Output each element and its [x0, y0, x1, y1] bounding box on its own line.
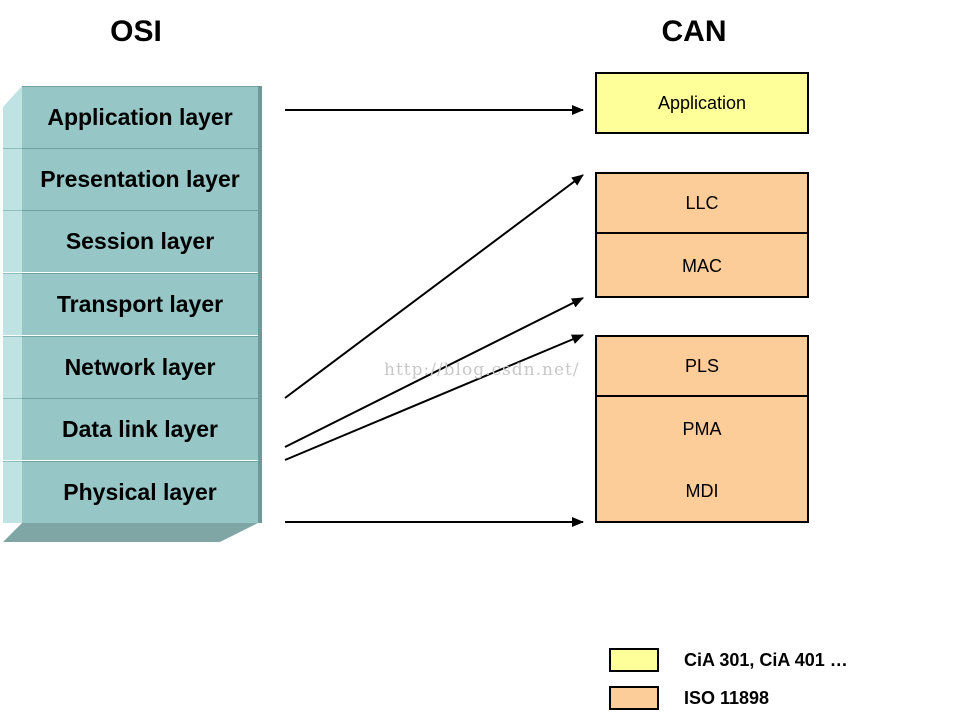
can-llc-box: LLC	[595, 172, 809, 234]
osi-network-layer: Network layer	[22, 336, 258, 398]
osi-side-facet	[3, 148, 22, 210]
osi-physical-layer: Physical layer	[22, 461, 258, 523]
osi-stack-3d-shape	[3, 86, 262, 542]
can-title: CAN	[661, 15, 727, 48]
osi-side-facet	[3, 273, 22, 335]
legend-label-cia: CiA 301, CiA 401 …	[684, 650, 848, 670]
can-mac-box: MAC	[595, 234, 809, 298]
legend-label-iso: ISO 11898	[684, 688, 770, 708]
osi-title: OSI	[110, 15, 162, 48]
arrow-llc	[284, 174, 584, 399]
can-mdi-box: MDI	[595, 459, 809, 523]
can-application-box: Application	[595, 72, 809, 134]
osi-side-facet	[3, 336, 22, 398]
arrow-pls	[284, 334, 584, 461]
osi-stack: Application layer Presentation layer Ses…	[0, 0, 280, 560]
osi-presentation-layer: Presentation layer	[22, 148, 258, 210]
can-pma-box: PMA	[595, 397, 809, 461]
osi-data-link-layer: Data link layer	[22, 398, 258, 460]
legend-swatch-iso	[609, 686, 659, 710]
arrow-mac	[284, 297, 584, 448]
osi-session-layer: Session layer	[22, 210, 258, 272]
watermark: http://blog.csdn.net/	[384, 360, 580, 380]
osi-transport-layer: Transport layer	[22, 273, 258, 335]
can-pls-box: PLS	[595, 335, 809, 397]
osi-application-layer: Application layer	[22, 86, 258, 148]
legend-swatch-cia	[609, 648, 659, 672]
osi-side-facet	[3, 210, 22, 272]
osi-side-facet	[3, 461, 22, 523]
osi-side-facet	[3, 398, 22, 460]
